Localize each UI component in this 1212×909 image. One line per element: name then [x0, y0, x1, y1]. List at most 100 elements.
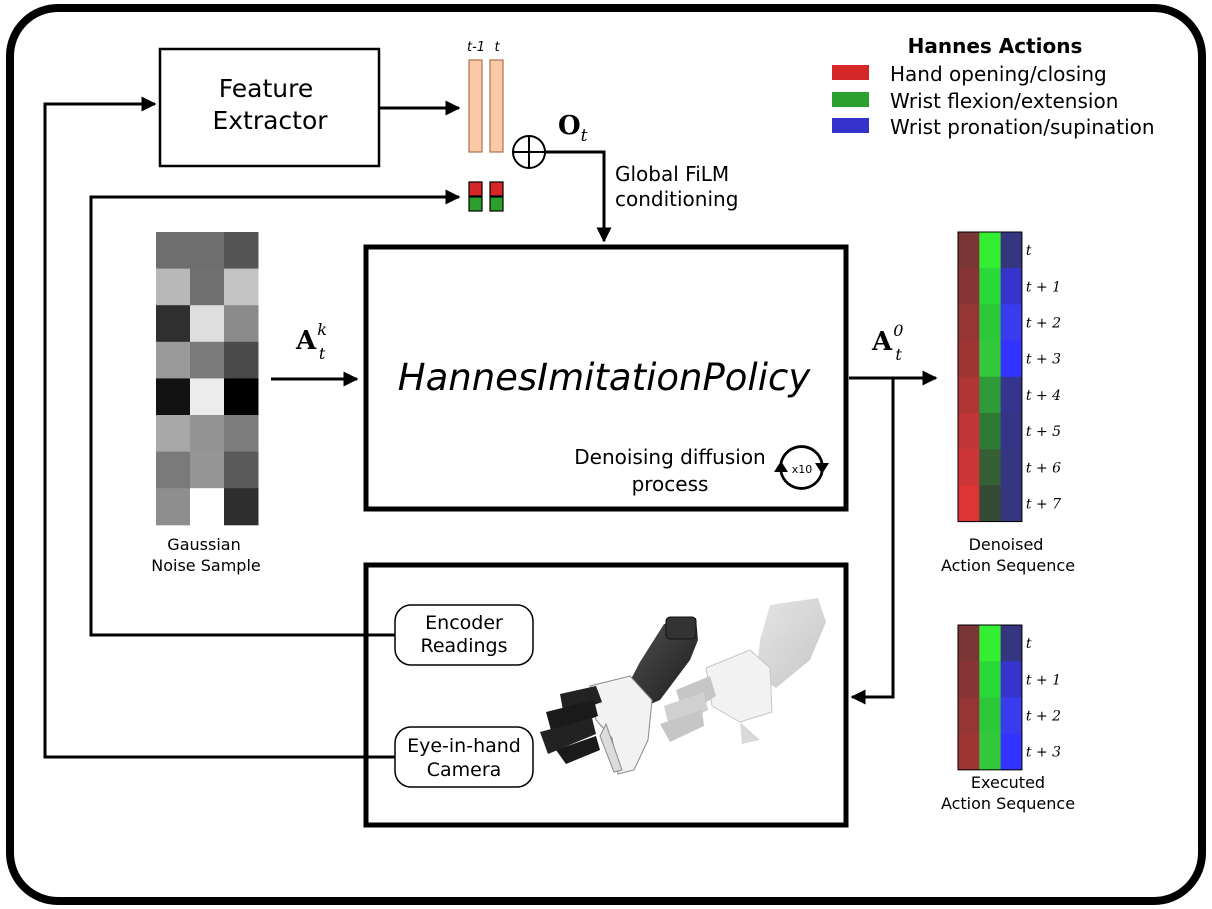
- executed-row-label: t + 1: [1026, 672, 1061, 688]
- policy-process-line2: process: [632, 472, 709, 496]
- noise-cell: [190, 341, 225, 379]
- feature-extractor-box: [158, 47, 381, 168]
- noise-cell: [190, 268, 225, 306]
- denoised-output-sub: t: [895, 345, 902, 364]
- noise-cell: [190, 451, 225, 489]
- prosthetic-hand: [540, 616, 698, 775]
- executed-cell: [979, 661, 1001, 698]
- executed-cell: [958, 733, 980, 771]
- executed-cell: [958, 661, 980, 698]
- denoised-caption-line2: Action Sequence: [941, 556, 1075, 575]
- denoised-cell: [1000, 340, 1023, 378]
- noise-caption-line1: Gaussian: [167, 535, 240, 554]
- denoised-cell: [979, 413, 1001, 450]
- executed-cell: [979, 697, 1001, 734]
- executed-row-label: t + 3: [1026, 745, 1061, 761]
- obs-feature-prev: [468, 59, 483, 153]
- legend-label-pronation: Wrist pronation/supination: [890, 115, 1155, 139]
- executed-cell: [1000, 733, 1023, 771]
- encoder-chip-curr-red: [489, 181, 504, 197]
- legend-swatch-pronation: [832, 118, 869, 133]
- environment-block: Encoder Readings Eye-in-hand Camera: [363, 562, 849, 828]
- policy-box: [363, 244, 849, 512]
- denoised-output-base: A: [871, 327, 893, 357]
- executed-cell: [1000, 661, 1023, 698]
- camera-line1: Eye-in-hand: [407, 735, 521, 757]
- denoised-cell: [958, 449, 980, 486]
- noise-cell: [156, 488, 191, 526]
- denoised-cell: [958, 413, 980, 450]
- noise-cell: [156, 232, 191, 270]
- concat-symbol: [512, 135, 546, 169]
- denoised-cell: [1000, 485, 1023, 522]
- denoised-row-label: t + 2: [1026, 316, 1061, 332]
- arrow-output-to-environment: [850, 378, 895, 705]
- noise-cell: [190, 378, 225, 416]
- denoised-cell: [979, 304, 1001, 341]
- denoised-cell: [958, 485, 980, 522]
- denoised-row-label: t + 6: [1026, 460, 1061, 476]
- denoised-cell: [958, 340, 980, 378]
- denoised-frame: [957, 231, 1023, 523]
- denoised-row-label: t + 7: [1026, 497, 1061, 513]
- denoised-cell: [958, 376, 980, 414]
- feature-extractor-line2: Extractor: [212, 106, 328, 135]
- executed-row-label: t: [1026, 636, 1032, 652]
- denoised-cell: [1000, 268, 1023, 305]
- executed-cell: [1000, 697, 1023, 734]
- legend-label-hand: Hand opening/closing: [890, 62, 1107, 86]
- encoder-feedback-line: [89, 189, 461, 637]
- noise-input-sub: t: [319, 344, 326, 363]
- noise-cell: [224, 415, 259, 453]
- noise-cell: [224, 488, 259, 526]
- denoised-cell: [1000, 304, 1023, 341]
- legend-swatch-flexion: [832, 92, 869, 107]
- legend-label-flexion: Wrist flexion/extension: [890, 89, 1118, 113]
- noise-input-base: A: [295, 326, 317, 356]
- denoised-cell: [958, 268, 980, 305]
- legend-swatch-hand: [832, 65, 869, 80]
- obs-label-prev: t-1: [467, 40, 485, 55]
- executed-cell: [1000, 625, 1023, 662]
- executed-frame: [957, 624, 1023, 771]
- noise-cell: [224, 451, 259, 489]
- executed-cell: [979, 625, 1001, 662]
- denoised-cell: [979, 449, 1001, 486]
- feature-extractor-line1: Feature: [219, 74, 313, 103]
- policy-process-line1: Denoising diffusion: [574, 445, 765, 469]
- encoder-chip-prev-red: [468, 181, 483, 197]
- executed-row-label: t + 2: [1026, 709, 1061, 725]
- denoised-cell: [979, 376, 1001, 414]
- denoised-cell: [958, 232, 980, 269]
- denoised-cell: [1000, 232, 1023, 269]
- encoder-reading-chips: [468, 181, 504, 212]
- noise-cell: [224, 341, 259, 379]
- noise-cell: [224, 232, 259, 270]
- denoised-caption-line1: Denoised: [969, 535, 1044, 554]
- obs-feature-curr: [489, 59, 504, 153]
- denoised-cell: [979, 485, 1001, 522]
- encoder-readings-line1: Encoder: [425, 612, 503, 634]
- noise-cell: [156, 305, 191, 343]
- denoised-row-label: t + 3: [1026, 352, 1061, 368]
- policy-title: HannesImitationPolicy: [398, 356, 812, 399]
- film-label-line2: conditioning: [615, 187, 738, 211]
- film-label-line1: Global FiLM: [615, 162, 729, 186]
- noise-cell: [190, 488, 225, 526]
- feature-extractor-block: Feature Extractor: [158, 47, 381, 168]
- legend: Hannes Actions Hand opening/closing Wris…: [832, 34, 1155, 139]
- noise-cell: [224, 378, 259, 416]
- denoised-row-label: t + 5: [1026, 424, 1061, 440]
- noise-cell: [224, 305, 259, 343]
- executed-cell: [979, 733, 1001, 771]
- noise-cell: [190, 415, 225, 453]
- executed-cell: [958, 697, 980, 734]
- noise-cell: [156, 341, 191, 379]
- noise-cell: [190, 305, 225, 343]
- loop-icon: x10: [774, 445, 829, 490]
- observation-symbol: Ot: [558, 111, 588, 146]
- noise-cell: [156, 268, 191, 306]
- denoised-sequence-grid: tt + 1t + 2t + 3t + 4t + 5t + 6t + 7: [957, 231, 1061, 523]
